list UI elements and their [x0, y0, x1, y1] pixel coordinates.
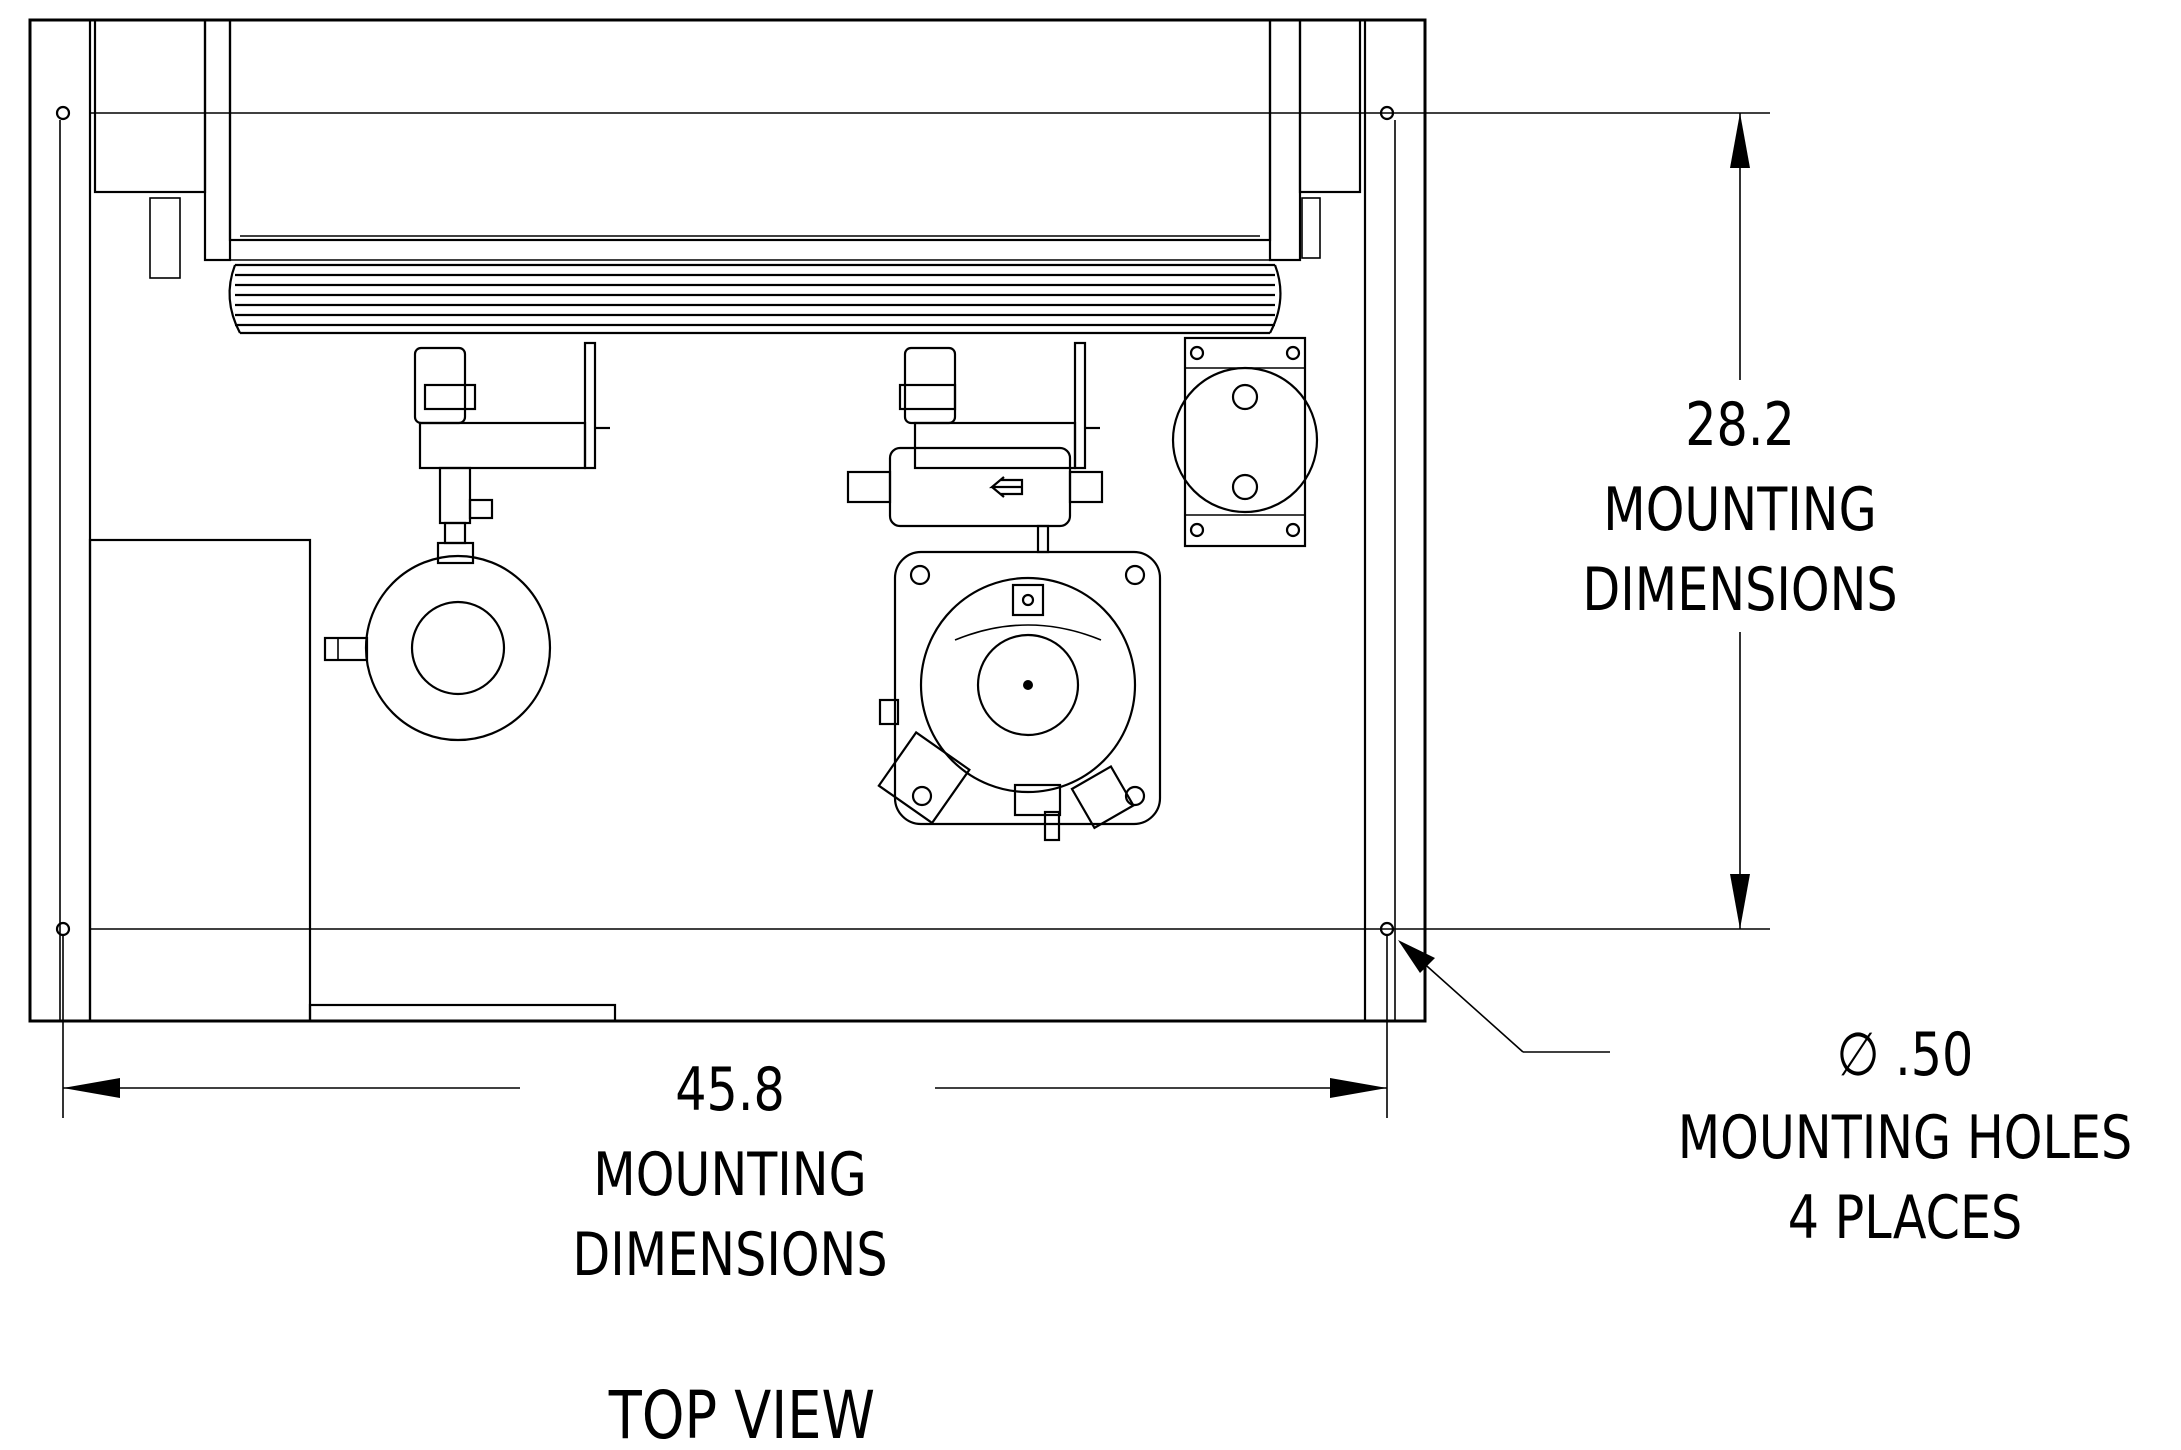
vertical-dimension-value: 28.2 — [1685, 389, 1795, 459]
accumulator — [1171, 336, 1319, 548]
mounting-hole-label-line2: 4 PLACES — [1788, 1182, 2023, 1252]
left-valve-assembly — [413, 341, 610, 565]
view-title: TOP VIEW — [608, 1378, 875, 1450]
mounting-holes — [55, 105, 1395, 937]
filter-drier — [888, 446, 1072, 528]
horizontal-dimension — [62, 935, 1388, 1118]
mounting-hole-diameter: ∅ .50 — [1837, 1019, 1974, 1089]
horizontal-dimension-label-line2: DIMENSIONS — [572, 1219, 887, 1289]
vertical-dimension-label-line1: MOUNTING — [1603, 474, 1876, 544]
unit-frame — [28, 18, 1427, 1023]
mounting-hole-top-left — [55, 105, 71, 121]
mounting-hole-leader — [1398, 940, 1610, 1053]
vertical-dimension-label-line2: DIMENSIONS — [1582, 554, 1897, 624]
horizontal-dimension-label-line1: MOUNTING — [593, 1139, 866, 1209]
mounting-hole-label-line1: MOUNTING HOLES — [1678, 1102, 2133, 1172]
electrical-box — [88, 538, 617, 1023]
flow-arrow-icon — [988, 476, 1024, 498]
receiver-tank — [323, 554, 552, 742]
compressor — [877, 550, 1162, 842]
vertical-dimension — [90, 112, 1770, 930]
condenser-coil — [93, 18, 1362, 335]
coil-fins — [228, 263, 1282, 335]
horizontal-dimension-value: 45.8 — [675, 1054, 785, 1124]
mounting-hole-bottom-left — [55, 921, 71, 937]
center-valve-assembly — [846, 341, 1104, 554]
